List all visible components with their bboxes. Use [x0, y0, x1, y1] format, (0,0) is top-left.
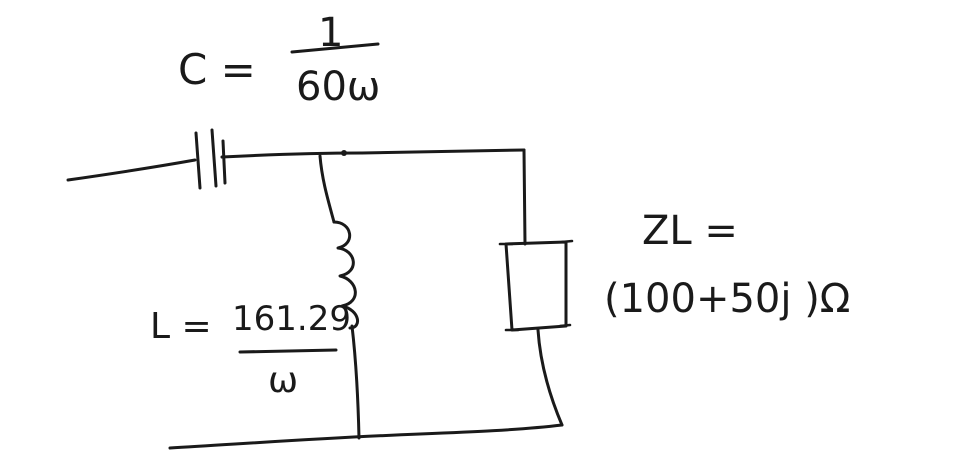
capacitor-denominator: 60ω [296, 64, 380, 110]
capacitor-plate-right [210, 128, 218, 188]
inductor-lhs: L = [150, 306, 212, 347]
capacitor-plate-right-2 [221, 139, 227, 185]
inductor-bottom-wire [350, 324, 361, 440]
inductor-symbol [332, 220, 359, 330]
inductor-coil [332, 220, 359, 330]
wires [66, 148, 564, 450]
capacitor-fraction-bar [290, 42, 380, 54]
load-box-inner-edge [498, 239, 574, 332]
load-lhs: ZL = [642, 208, 738, 254]
inductor-top-wire [318, 154, 336, 224]
junction-dot [341, 150, 347, 156]
load-label: ZL = (100+50j )Ω [604, 208, 850, 322]
load-value: (100+50j )Ω [604, 276, 850, 322]
load-impedance-symbol [498, 239, 574, 332]
inductor-fraction-bar [238, 348, 338, 354]
inductor-label: L = 161.29 ω [150, 299, 351, 401]
capacitor-lhs: C = [178, 45, 256, 94]
load-bottom-wire [536, 328, 564, 427]
capacitor-label: C = 1 60ω [178, 10, 380, 110]
inductor-numerator: 161.29 [232, 299, 351, 339]
load-top-wire [522, 148, 527, 246]
capacitor-plate-left [194, 131, 202, 190]
input-wire [66, 158, 197, 182]
inductor-denominator: ω [268, 360, 298, 401]
bottom-wire [168, 423, 564, 450]
capacitor-symbol [194, 128, 227, 190]
load-box [504, 240, 568, 332]
top-wire [220, 148, 526, 159]
